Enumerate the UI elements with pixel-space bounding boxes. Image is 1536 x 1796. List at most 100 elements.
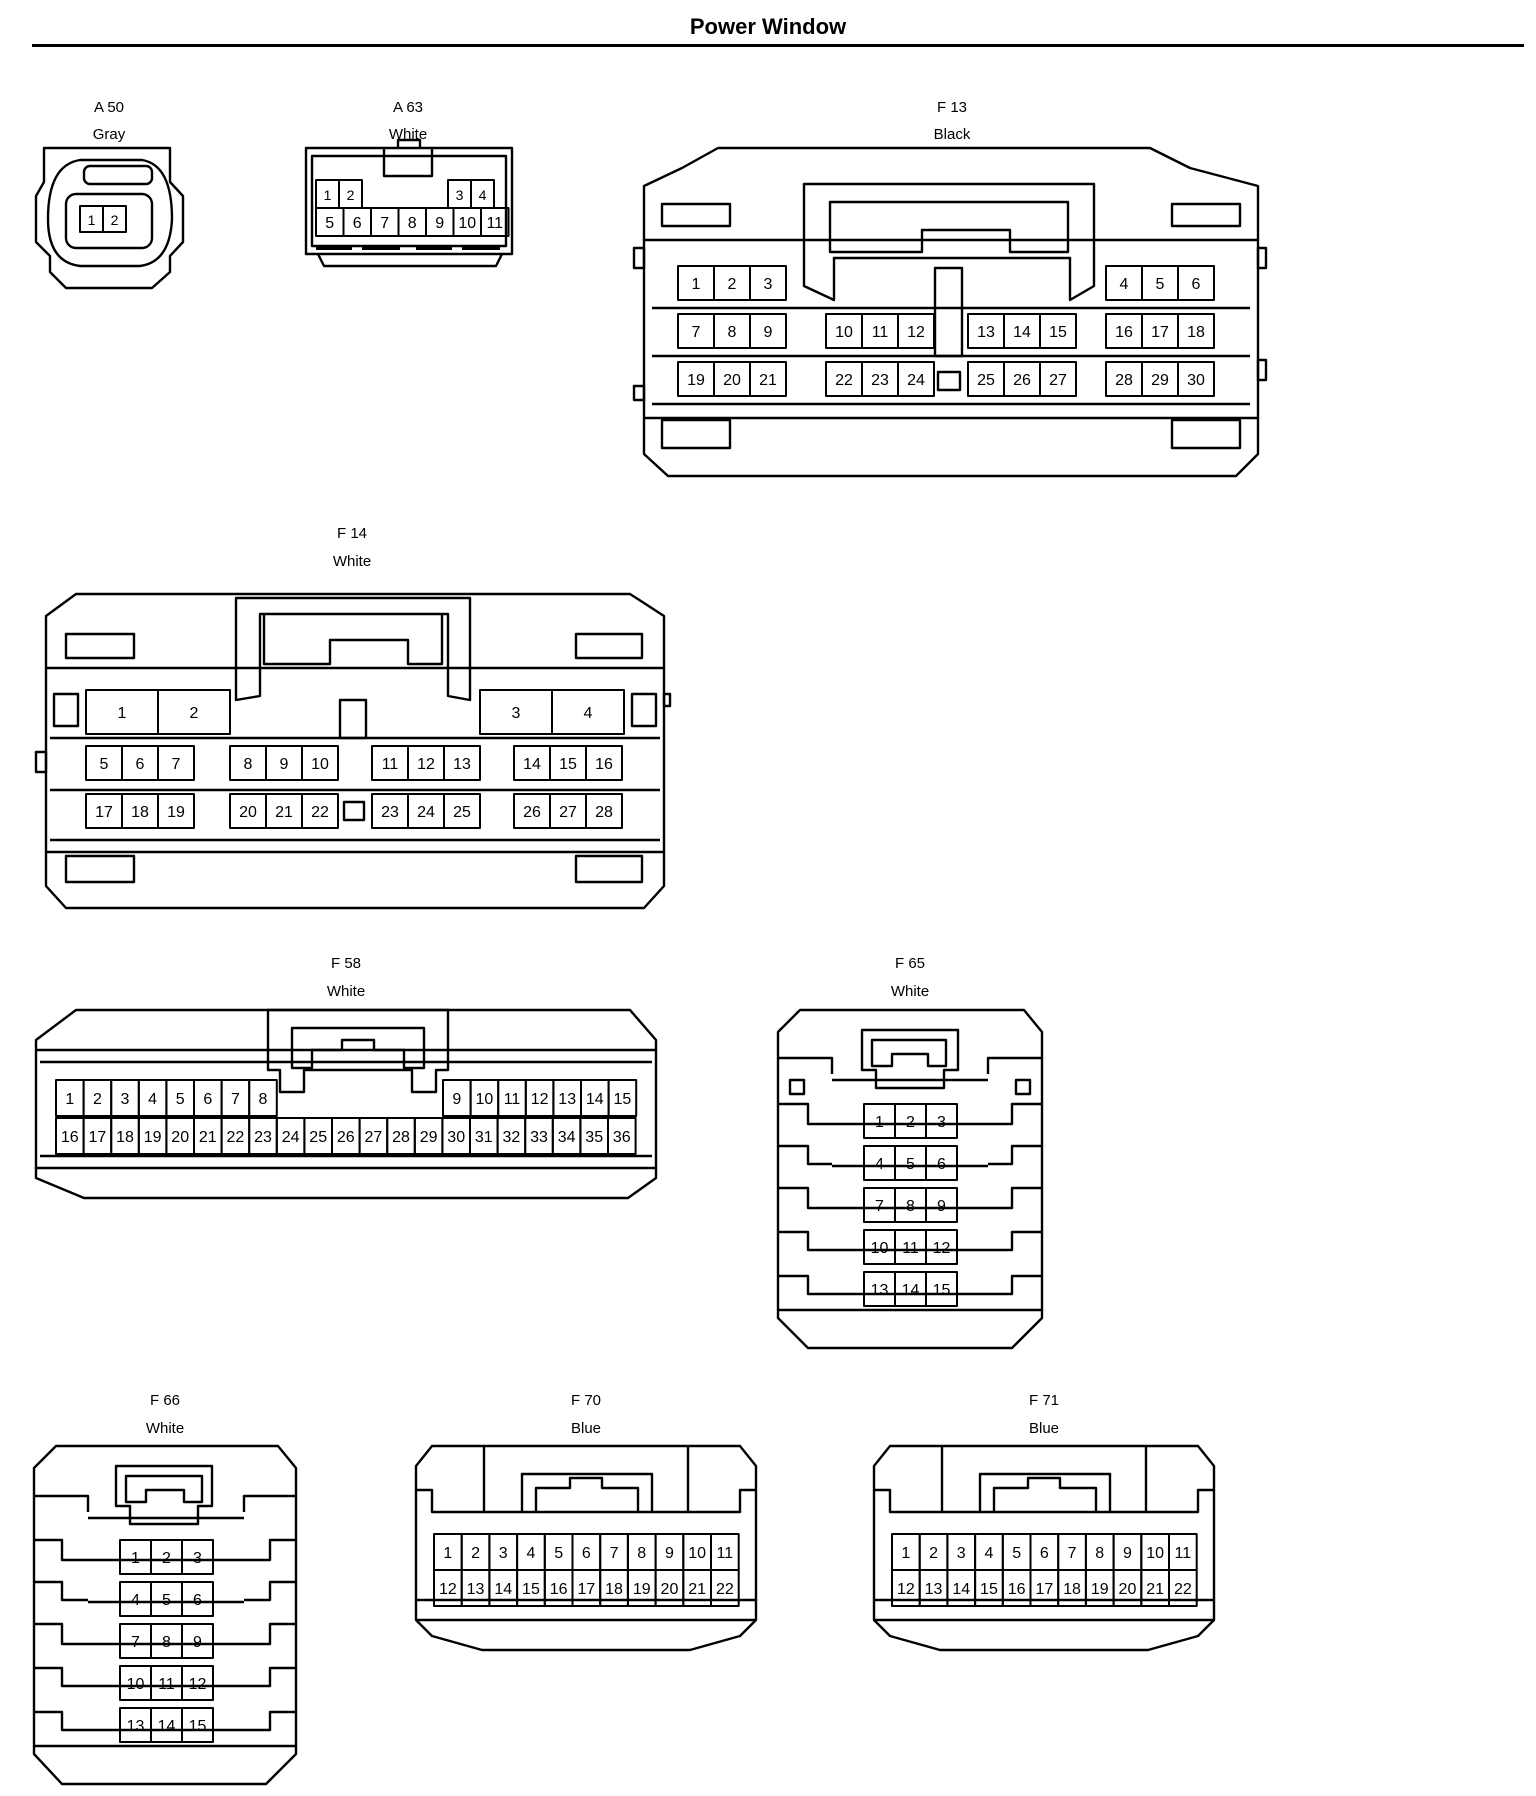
connector-f71-pin-label: 8	[1095, 1545, 1104, 1562]
connector-f13-pin-cell	[749, 265, 787, 301]
connector-f58-pin-label: 30	[447, 1129, 465, 1146]
connector-f58-pin-label: 15	[614, 1091, 632, 1108]
connector-f13-pin-cell	[897, 313, 935, 349]
connector-f71-pin-label: 19	[1091, 1581, 1109, 1598]
connector-f70-pin-label: 2	[471, 1545, 480, 1562]
connector-f13-latch	[802, 182, 1096, 302]
connector-f71-pin-label: 4	[984, 1545, 993, 1562]
connector-f14-pin-cell	[301, 793, 339, 829]
connector-f58-pin-label: 2	[93, 1091, 102, 1108]
connector-f13-pin-label: 14	[1013, 324, 1031, 341]
connector-f14-pin-cell	[157, 689, 231, 735]
connector-f58-pin-label: 16	[61, 1129, 79, 1146]
connector-f71-pin-cell	[1168, 1569, 1198, 1607]
connector-f58-pin-label: 22	[227, 1129, 245, 1146]
connector-a63-pin-label: 8	[408, 215, 417, 232]
connector-f70-pin-label: 22	[716, 1581, 734, 1598]
connector-f65-id: F 65	[895, 955, 925, 972]
connector-f65-pin-label: 4	[875, 1156, 884, 1173]
connector-f13-pin-cell	[1177, 265, 1215, 301]
connector-f70-pin-label: 9	[665, 1545, 674, 1562]
connector-a63-pin-label: 6	[353, 215, 362, 232]
connector-f14-center-stub	[342, 800, 366, 822]
connector-f13-pin-label: 24	[907, 372, 925, 389]
connector-f70-pin-label: 15	[522, 1581, 540, 1598]
connector-f71-pin-label: 11	[1175, 1545, 1192, 1562]
connector-f13-pin-label: 10	[835, 324, 853, 341]
connector-f71-pin-label: 6	[1040, 1545, 1049, 1562]
connector-f58-pin-label: 14	[586, 1091, 604, 1108]
connector-f65-pin-label: 11	[902, 1240, 919, 1257]
connector-f65-pin-label: 12	[933, 1240, 951, 1257]
connector-f66-pin-label: 5	[162, 1592, 171, 1609]
connector-f58-pin-label: 6	[203, 1091, 212, 1108]
connector-f71-pin-label: 13	[925, 1581, 943, 1598]
connector-f58-pin-label: 28	[392, 1129, 410, 1146]
connector-f65-pin-label: 8	[906, 1198, 915, 1215]
connector-f58-pin-label: 5	[176, 1091, 185, 1108]
connector-a63-bottom-lip	[316, 253, 504, 268]
connector-f71-pin-label: 17	[1035, 1581, 1053, 1598]
connector-f13-pin-label: 29	[1151, 372, 1169, 389]
connector-f65-pin-label: 5	[906, 1156, 915, 1173]
connector-f58-latch	[266, 1008, 450, 1094]
connector-f71-pin-label: 14	[952, 1581, 970, 1598]
connector-f65-pin-label: 14	[902, 1282, 920, 1299]
connector-a63-pin-label: 9	[435, 215, 444, 232]
connector-f65-pin-label: 9	[937, 1198, 946, 1215]
connector-f71-pin-label: 7	[1068, 1545, 1077, 1562]
connector-f70-body-lines	[416, 1488, 756, 1622]
connector-f58-pin-label: 21	[199, 1129, 217, 1146]
connector-f58-pin-label: 32	[503, 1129, 521, 1146]
connector-a63-pin-label: 5	[325, 215, 334, 232]
connector-f65-pin-label: 2	[906, 1114, 915, 1131]
connector-f14-center-key	[338, 698, 368, 740]
connector-f71-body-lines	[874, 1488, 1214, 1622]
connector-f66-pin-cell	[181, 1665, 214, 1701]
connector-f14-pin-cell	[551, 689, 625, 735]
connector-f14-pin-label: 17	[95, 804, 113, 821]
connector-f13-pin-label: 5	[1156, 276, 1165, 293]
connector-f70-pin-label: 4	[526, 1545, 535, 1562]
connector-f13-pin-label: 20	[723, 372, 741, 389]
connector-a63-pin-label: 11	[486, 215, 503, 232]
connector-f58-pin-label: 17	[89, 1129, 107, 1146]
connector-f58-pin-label: 19	[144, 1129, 162, 1146]
connector-f70-pin-label: 5	[554, 1545, 563, 1562]
connector-f58-pin-label: 11	[504, 1091, 521, 1108]
connector-f58-pin-label: 24	[282, 1129, 300, 1146]
connector-f58-pin-label: 29	[420, 1129, 438, 1146]
connector-f14-pin-label: 18	[131, 804, 149, 821]
connector-a50-cavity	[64, 192, 154, 250]
connector-f66-housing	[32, 1444, 298, 1786]
connector-f58-pin-label: 26	[337, 1129, 355, 1146]
connector-a50-pin-cell	[102, 205, 127, 233]
connector-f14-pin-label: 21	[275, 804, 293, 821]
connector-f13-pin-label: 28	[1115, 372, 1133, 389]
connector-f14-latch	[234, 596, 472, 702]
connector-f58-pin-label: 33	[530, 1129, 548, 1146]
connector-f70-pin-label: 1	[443, 1545, 452, 1562]
title-rule	[32, 44, 1524, 47]
connector-f13-pin-label: 11	[872, 324, 889, 341]
connector-f14-pin-label: 19	[167, 804, 185, 821]
connector-f70-pin-label: 8	[637, 1545, 646, 1562]
connector-f13-pin-label: 12	[907, 324, 925, 341]
connector-f14-pin-label: 12	[417, 756, 435, 773]
connector-f14-pin-label: 10	[311, 756, 329, 773]
connector-f14-pin-label: 9	[280, 756, 289, 773]
connector-f70-pin-label: 10	[688, 1545, 706, 1562]
connector-f14-pin-label: 8	[244, 756, 253, 773]
connector-f65-pin-cell	[925, 1145, 958, 1181]
connector-f13-pin-label: 17	[1151, 324, 1169, 341]
connector-f65-slot-rails	[832, 1078, 988, 1296]
connector-f58-pin-label: 31	[475, 1129, 493, 1146]
connector-f65-housing	[776, 1008, 1044, 1350]
connector-f71-pin-label: 2	[929, 1545, 938, 1562]
